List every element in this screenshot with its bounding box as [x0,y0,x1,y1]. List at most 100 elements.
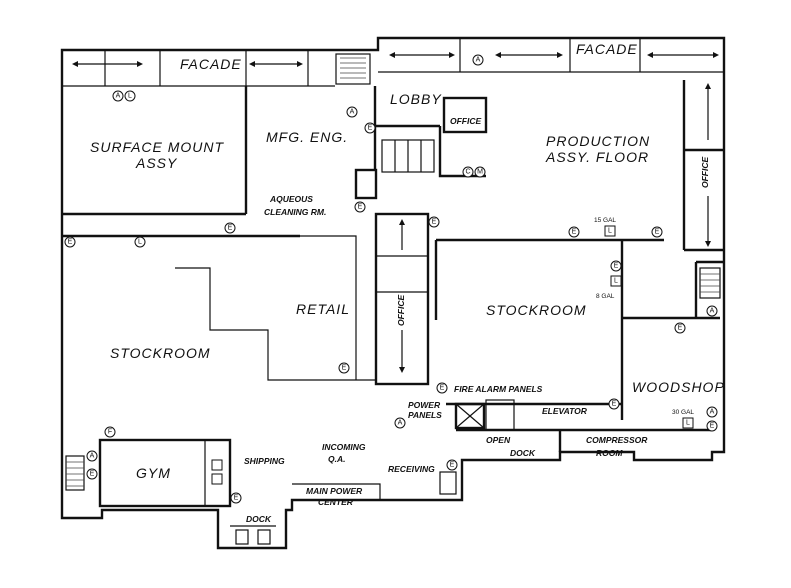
label-assy-floor: ASSY. FLOOR [545,149,649,165]
svg-text:E: E [710,423,715,430]
label-15-gal: 15 GAL [594,217,616,224]
symbol-a: A [706,406,718,418]
symbol-m: M [474,166,486,178]
svg-text:E: E [358,204,363,211]
label-retail: RETAIL [296,301,350,317]
label-open-dock: DOCK [510,448,536,458]
label-30-gal: 30 GAL [672,409,694,416]
label-incoming: INCOMING [322,442,366,452]
svg-text:E: E [612,401,617,408]
label-office-lobby: OFFICE [450,116,481,126]
symbol-e: E [651,226,663,238]
symbol-a: A [86,450,98,462]
label-main-power-center: CENTER [318,497,354,507]
label-stockroom-left: STOCKROOM [110,345,211,361]
symbol-e: E [364,122,376,134]
facade-arrows [72,52,719,67]
symbol-e: E [610,260,622,272]
label-lobby: LOBBY [390,91,442,107]
svg-text:E: E [234,495,239,502]
symbol-a: L [124,90,136,102]
label-stockroom-center: STOCKROOM [486,302,587,318]
label-8-gal: 8 GAL [596,293,615,300]
svg-text:E: E [655,229,660,236]
svg-text:A: A [116,93,121,100]
label-main-power: MAIN POWER [306,486,363,496]
svg-text:E: E [572,229,577,236]
interior-walls [62,80,724,545]
symbol-a: A [394,417,406,429]
svg-text:A: A [710,308,715,315]
stair-top [335,53,371,85]
label-aqueous: AQUEOUS [269,194,313,204]
label-facade-right: FACADE [576,41,638,57]
outer-walls [60,36,726,550]
label-power: POWER [408,400,441,410]
office-arrows [399,83,711,373]
symbol-e: E [428,216,440,228]
label-mfg-eng: MFG. ENG. [266,129,348,145]
label-qa: Q.A. [328,454,345,464]
symbol-a: A [706,305,718,317]
svg-text:E: E [614,263,619,270]
symbol-a: A [472,54,484,66]
room-labels: FACADE FACADE LOBBY OFFICE SURFACE MOUNT… [90,41,725,524]
symbol-l: L [682,417,694,429]
symbol-e: E [86,468,98,480]
svg-text:E: E [432,219,437,226]
symbol-e: E [436,382,448,394]
symbol-e: E [706,420,718,432]
label-cleaning-rm: CLEANING RM. [264,207,326,217]
svg-text:E: E [228,225,233,232]
svg-text:A: A [710,409,715,416]
symbol-e: E [64,236,76,248]
svg-text:E: E [342,365,347,372]
symbol-e: E [230,492,242,504]
svg-text:A: A [350,109,355,116]
svg-text:L: L [608,228,612,235]
svg-text:A: A [398,420,403,427]
svg-text:A: A [476,57,481,64]
symbol-e: E [338,362,350,374]
symbol-l: L [134,236,146,248]
label-receiving: RECEIVING [388,464,435,474]
label-dock: DOCK [246,514,272,524]
svg-text:M: M [477,169,483,176]
svg-text:E: E [68,239,73,246]
svg-text:E: E [450,462,455,469]
symbol-l: L [604,225,616,237]
label-woodshop: WOODSHOP [632,379,725,395]
symbols: A L A A A A A A E E E E E E E E E E E E … [64,54,718,504]
label-compressor: COMPRESSOR [586,435,648,445]
label-office-center: OFFICE [396,295,406,326]
label-office-right: OFFICE [700,157,710,188]
svg-text:L: L [128,93,132,100]
svg-text:E: E [90,471,95,478]
label-shipping: SHIPPING [244,456,285,466]
symbol-a: A [346,106,358,118]
symbol-e: E [608,398,620,410]
svg-text:L: L [138,239,142,246]
svg-text:E: E [440,385,445,392]
label-surface-mount: SURFACE MOUNT [90,139,225,155]
label-panels: PANELS [408,410,442,420]
svg-text:E: E [678,325,683,332]
label-fire-alarm: FIRE ALARM PANELS [454,384,543,394]
label-elevator: ELEVATOR [542,406,588,416]
svg-text:F: F [108,429,112,436]
symbol-c: C [462,166,474,178]
label-surface-mount-assy: ASSY [135,155,178,171]
symbol-e: E [354,201,366,213]
label-compressor-room: ROOM [596,448,623,458]
symbol-e: E [674,322,686,334]
svg-text:L: L [686,420,690,427]
label-gym: GYM [136,465,171,481]
symbol-l: L [610,275,622,287]
svg-text:C: C [465,169,470,176]
symbol-e: E [224,222,236,234]
symbol-a: A [112,90,124,102]
svg-text:A: A [90,453,95,460]
svg-text:L: L [614,278,618,285]
label-production: PRODUCTION [546,133,650,149]
